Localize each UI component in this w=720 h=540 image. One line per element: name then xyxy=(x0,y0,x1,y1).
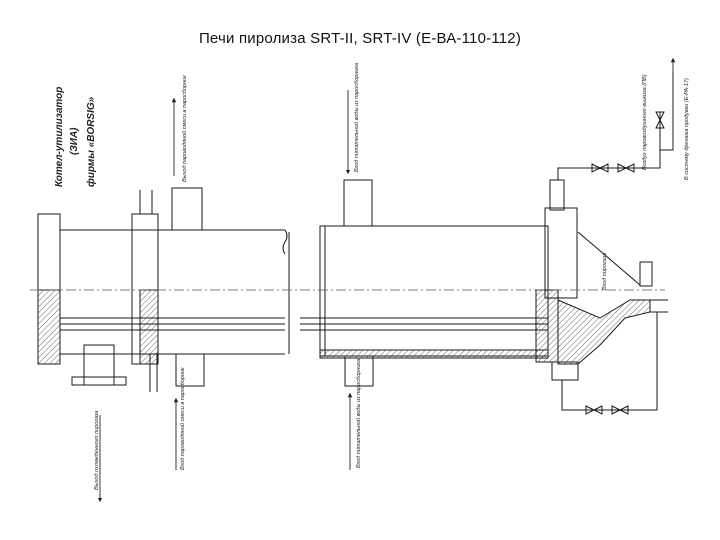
boiler-title-line2: (ЗИА) xyxy=(69,127,80,155)
label-decoking-air: Воздух паровоздушного выжига (ПВ) xyxy=(642,74,648,170)
inlet-cone xyxy=(557,299,651,365)
label-pyrogas-inlet: Вход пирогаза xyxy=(602,253,608,290)
right-top-nozzle xyxy=(343,179,373,227)
right-tube-sheet xyxy=(535,289,559,363)
slide-title: Печи пиролиза SRT-II, SRT-IV (Е-ВА-110-1… xyxy=(198,30,522,47)
label-gas-outlet: Выход охлажденного пирогаза xyxy=(94,411,100,490)
top-pipe xyxy=(557,72,674,180)
left-top-nozzle xyxy=(171,187,203,231)
bottom-pipe xyxy=(561,312,658,411)
label-steam-water-out: Выход пароводяной смеси в паросборник xyxy=(181,75,188,182)
valve-top-1 xyxy=(591,163,609,173)
label-drain-system: В систему дренажа продувки (Е-РА-17) xyxy=(684,78,690,180)
boiler-title-line1: Котел-утилизатор xyxy=(54,87,65,187)
left-bottom-nozzle xyxy=(175,353,205,387)
label-feed-water-top: Вход питательной воды из паросборника xyxy=(353,63,360,172)
right-shell xyxy=(319,225,549,357)
valve-bottom-1 xyxy=(585,405,603,415)
valve-bottom-2 xyxy=(611,405,629,415)
boiler-title-line3: фирмы «BORSIG» xyxy=(85,96,97,187)
valve-top-2 xyxy=(617,163,635,173)
label-steam-water-in: Вход пароводяной смеси в паросборник xyxy=(179,367,186,470)
label-feed-water-bottom: Вход питательной воды из паросборника xyxy=(355,359,362,468)
